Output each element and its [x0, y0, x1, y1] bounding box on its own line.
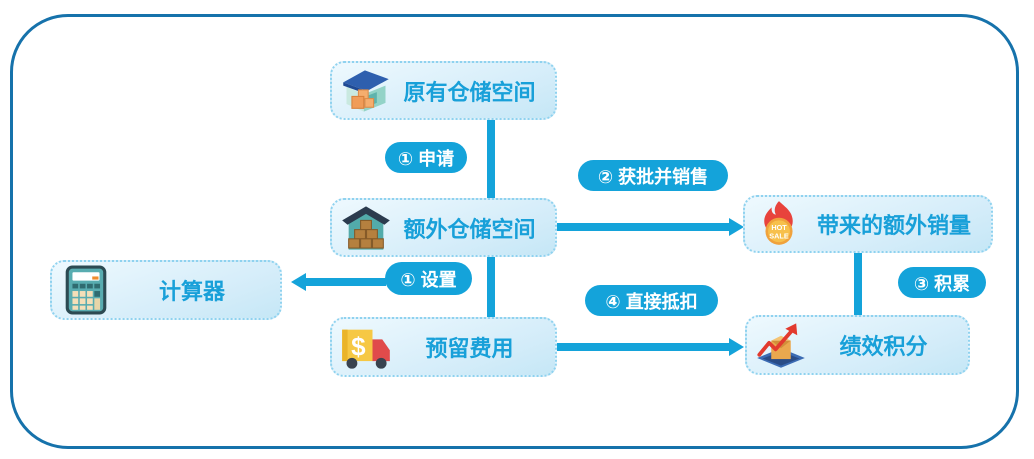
node-reserved-fee: $ 预留费用: [330, 317, 557, 377]
step-apply-badge: ① 申请: [385, 142, 467, 173]
node-label: 额外仓储空间: [403, 216, 536, 242]
calculator-icon: [58, 265, 114, 315]
node-performance-points: 绩效积分: [745, 315, 970, 375]
node-calculator: 计算器: [50, 260, 282, 320]
warehouse-blue-roof-icon: [338, 65, 394, 117]
connector-setup-to-calculator: [305, 278, 386, 286]
step-setup-badge: ① 设置: [385, 262, 472, 295]
connector-fee-to-points: [556, 343, 732, 351]
step-deduct-badge: ④ 直接抵扣: [585, 285, 718, 316]
sale-text: SALE: [769, 232, 789, 241]
node-label: 预留费用: [425, 336, 514, 361]
warehouse-dark-roof-icon: [338, 202, 394, 254]
dollar-sign: $: [351, 332, 366, 362]
arrow-right-icon: [729, 218, 744, 236]
node-extra-sales: HOT SALE 带来的额外销量: [743, 195, 993, 253]
connector-original-to-extra: [487, 118, 495, 200]
hot-sale-flame-icon: HOT SALE: [751, 199, 807, 249]
arrow-left-icon: [291, 273, 306, 291]
step-accumulate-badge: ③ 积累: [898, 267, 986, 298]
node-original-storage: 原有仓储空间: [330, 61, 557, 120]
step-approve-sell-badge: ② 获批并销售: [578, 160, 728, 191]
node-label: 原有仓储空间: [403, 79, 536, 105]
node-label: 带来的额外销量: [816, 213, 971, 238]
node-label: 绩效积分: [839, 334, 928, 359]
node-label: 计算器: [158, 279, 225, 304]
arrow-right-icon: [729, 338, 744, 356]
hot-text: HOT: [771, 223, 787, 232]
connector-sales-to-points: [854, 251, 862, 317]
money-truck-icon: $: [338, 321, 394, 373]
connector-extra-to-sales: [556, 223, 732, 231]
connector-extra-to-fee: [487, 255, 495, 319]
node-extra-storage: 额外仓储空间: [330, 198, 557, 257]
rising-chart-box-icon: [753, 319, 809, 371]
